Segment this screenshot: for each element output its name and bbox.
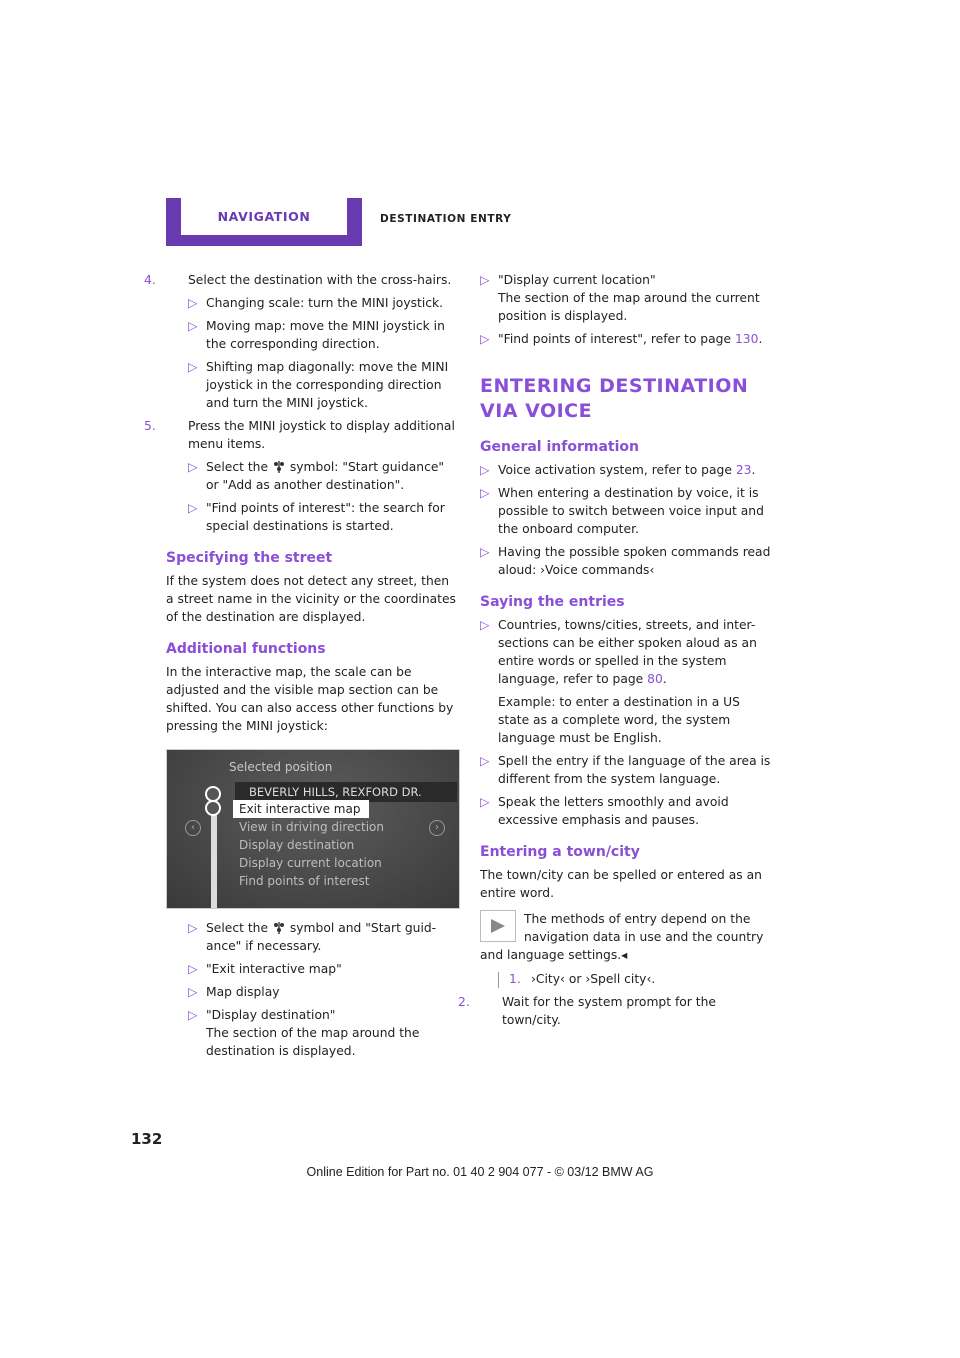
bullet-icon: ▷	[188, 501, 198, 515]
bullet-icon: ▷	[188, 360, 198, 374]
note-icon	[480, 910, 516, 942]
right-column: ▷"Display current location"The section o…	[458, 271, 772, 1034]
rail-knob	[205, 800, 221, 816]
bullet-icon: ▷	[480, 545, 490, 559]
list-item: ▷When entering a destination by voice, i…	[480, 486, 764, 536]
heading-entering-destination-voice: Entering destination via voice	[480, 375, 749, 422]
voice-step-1: 1.›City‹ or ›Spell city‹.	[480, 970, 772, 988]
page-number: 132	[131, 1130, 163, 1148]
nav-right-icon: ›	[429, 820, 445, 836]
heading-saying-entries: Saying the entries	[480, 594, 625, 610]
paragraph: In the interactive map, the scale can be…	[166, 665, 454, 733]
list-item: ▷"Display destination"The section of the…	[188, 1008, 420, 1058]
page-link[interactable]: 80	[647, 672, 663, 686]
list-item: ▷"Find points of interest", refer to pag…	[480, 332, 763, 346]
bullet-icon: ▷	[480, 618, 490, 632]
bullet-icon: ▷	[188, 460, 198, 474]
bullet-icon: ▷	[480, 795, 490, 809]
list-item: ▷Spell the entry if the language of the …	[480, 754, 771, 786]
flag-symbol-icon	[273, 922, 284, 934]
list-item: ▷Select the symbol and "Start guid-ance"…	[188, 921, 437, 953]
heading-general-information: General information	[480, 439, 639, 455]
list-item: ▷Countries, towns/cities, streets, and i…	[480, 618, 757, 745]
bullet-icon: ▷	[188, 296, 198, 310]
page-link[interactable]: 130	[734, 332, 759, 346]
bullet-icon: ▷	[480, 486, 490, 500]
flag-symbol-icon	[273, 461, 284, 473]
list-item: ▷Voice activation system, refer to page …	[480, 463, 756, 477]
note: The methods of entry depend on the navig…	[480, 910, 764, 962]
bullet-icon: ▷	[480, 463, 490, 477]
bullet-icon: ▷	[188, 1008, 198, 1022]
step-5: 5.Press the MINI joystick to display add…	[144, 419, 455, 451]
menu-item: Display current location	[239, 856, 382, 870]
voice-command-icon	[480, 971, 499, 988]
menu-item: Find points of interest	[239, 874, 370, 888]
menu-item: Display destination	[239, 838, 355, 852]
bullet-icon: ▷	[188, 319, 198, 333]
left-column: 4.Select the destination with the cross-…	[144, 271, 460, 1065]
bullet-icon: ▷	[480, 754, 490, 768]
page-link[interactable]: 23	[735, 463, 752, 477]
bullet-icon: ▷	[188, 962, 198, 976]
list-item: ▷"Display current location"The section o…	[480, 273, 760, 323]
bullet-icon: ▷	[188, 921, 198, 935]
bullet-icon: ▷	[480, 273, 490, 287]
screen-address: BEVERLY HILLS, REXFORD DR.	[235, 782, 457, 802]
heading-entering-town: Entering a town/city	[480, 844, 640, 860]
heading-additional-functions: Additional functions	[166, 641, 326, 657]
nav-left-icon: ‹	[185, 820, 201, 836]
joystick-rail	[211, 800, 217, 908]
menu-item: View in driving direction	[239, 820, 384, 834]
menu-item-exit: Exit interactive map	[233, 800, 369, 818]
chapter-tab-inner: NAVIGATION	[181, 198, 347, 235]
paragraph: The town/city can be spelled or entered …	[480, 868, 762, 900]
idrive-screenshot: ‹ › Selected position BEVERLY HILLS, REX…	[166, 749, 460, 909]
list-item: ▷Speak the letters smoothly and avoid ex…	[480, 795, 729, 827]
list-item: ▷"Exit interactive map"	[188, 962, 342, 976]
list-item: ▷Changing scale: turn the MINI joystick.	[188, 296, 444, 310]
list-item: ▷Map display	[188, 985, 280, 999]
bullet-icon: ▷	[480, 332, 490, 346]
bullet-icon: ▷	[188, 985, 198, 999]
section-label: DESTINATION ENTRY	[380, 213, 512, 225]
footer: Online Edition for Part no. 01 40 2 904 …	[306, 1165, 654, 1179]
screen-title: Selected position	[229, 760, 333, 774]
list-item: ▷"Find points of interest": the search f…	[188, 501, 445, 533]
list-item: ▷Moving map: move the MINI joystick in t…	[188, 319, 445, 351]
chapter-label: NAVIGATION	[217, 209, 311, 224]
list-item: ▷Select the symbol: "Start guidance" or …	[188, 460, 445, 492]
step-4: 4.Select the destination with the cross-…	[144, 273, 452, 287]
heading-specifying-street: Specifying the street	[166, 550, 333, 566]
list-item: ▷Having the possible spoken commands rea…	[480, 545, 771, 577]
list-item: ▷Shifting map diagonally: move the MINI …	[188, 360, 449, 410]
paragraph: If the system does not detect any street…	[166, 574, 456, 624]
step-2: 2.Wait for the system prompt for the tow…	[458, 995, 716, 1027]
